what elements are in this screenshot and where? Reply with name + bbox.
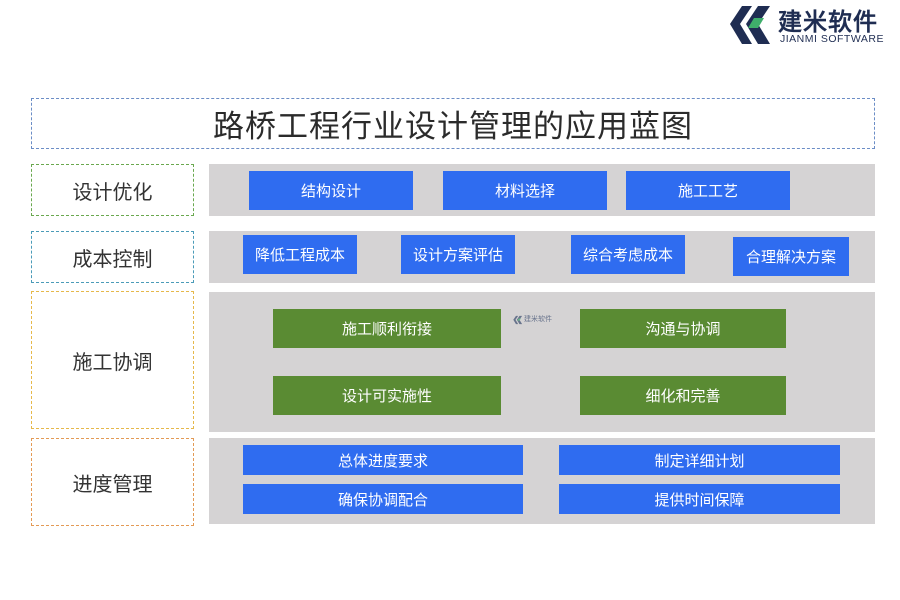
brand-logo: 建米软件 JIANMI SOFTWARE [724,2,900,48]
category-cost-control: 成本控制 [31,231,194,283]
category-schedule-management: 进度管理 [31,438,194,526]
box-structural-design: 结构设计 [249,171,413,210]
category-label: 成本控制 [72,246,153,271]
box-reduce-cost: 降低工程成本 [243,235,357,274]
watermark-logo: 建米软件 [512,314,554,328]
box-detailed-plan: 制定详细计划 [559,445,840,475]
box-smooth-connection: 施工顺利衔接 [273,309,501,348]
box-material-selection: 材料选择 [443,171,607,210]
box-feasibility: 设计可实施性 [273,376,501,415]
box-overall-schedule: 总体进度要求 [243,445,523,475]
watermark-logo-icon [513,315,523,325]
box-consider-cost: 综合考虑成本 [571,235,685,274]
box-reasonable-solution: 合理解决方案 [733,237,849,276]
brand-name-cn: 建米软件 [778,8,878,36]
category-label: 施工协调 [72,349,153,374]
brand-name-en: JIANMI SOFTWARE [780,33,884,45]
box-refinement: 细化和完善 [580,376,786,415]
page-title: 路桥工程行业设计管理的应用蓝图 [213,109,693,145]
category-construction-coordination: 施工协调 [31,291,194,429]
box-time-guarantee: 提供时间保障 [559,484,840,514]
box-construction-process: 施工工艺 [626,171,790,210]
watermark-text: 建米软件 [524,315,552,323]
box-plan-evaluation: 设计方案评估 [401,235,515,274]
title-box: 路桥工程行业设计管理的应用蓝图 [31,98,875,149]
category-design-optimization: 设计优化 [31,164,194,216]
category-label: 设计优化 [72,179,153,204]
box-ensure-coordination: 确保协调配合 [243,484,523,514]
category-label: 进度管理 [72,471,153,496]
box-communication-coordination: 沟通与协调 [580,309,786,348]
brand-logo-icon [730,6,770,44]
